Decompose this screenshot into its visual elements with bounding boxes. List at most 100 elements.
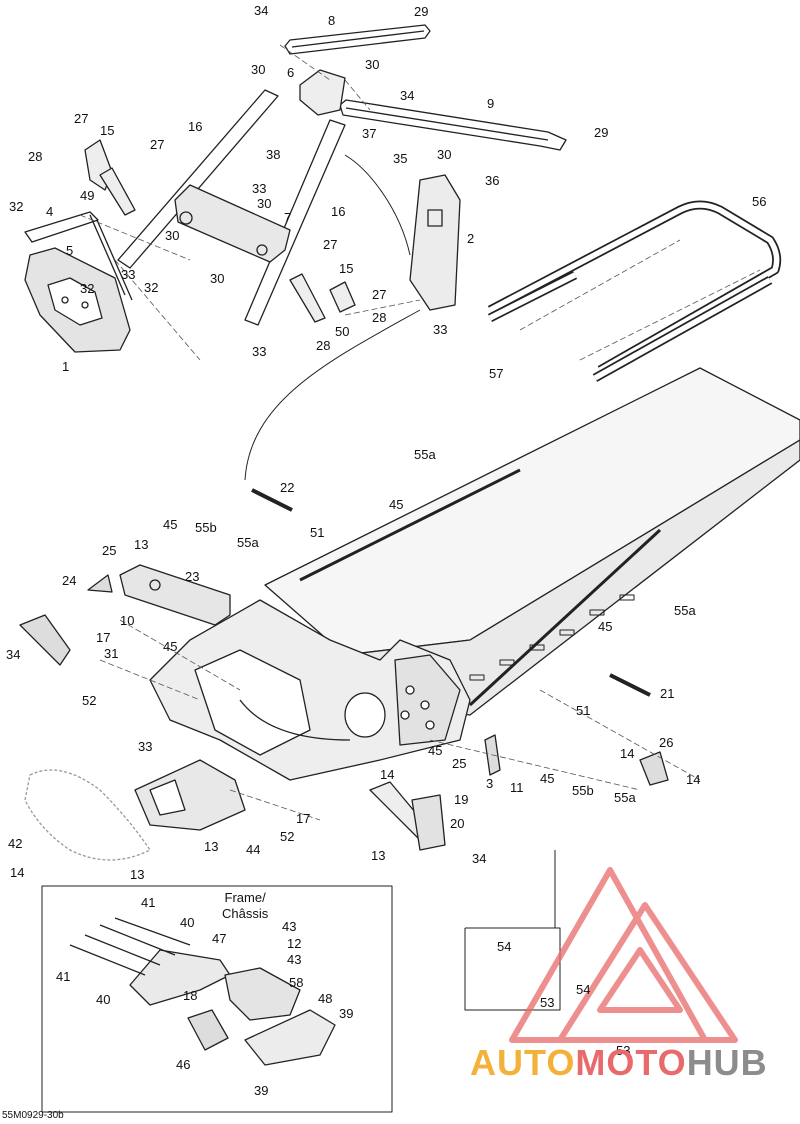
figure-code: 55M0929-30b bbox=[2, 1110, 64, 1121]
callout-58: 58 bbox=[289, 975, 304, 990]
callout-17: 17 bbox=[96, 630, 111, 645]
front-plate-1 bbox=[24, 247, 131, 353]
callout-26: 26 bbox=[659, 735, 674, 750]
plate-2 bbox=[409, 174, 461, 311]
callout-55a: 55a bbox=[414, 447, 436, 462]
gusset-23 bbox=[119, 564, 231, 626]
callout-7: 7 bbox=[284, 210, 292, 225]
callout-27: 27 bbox=[323, 237, 338, 252]
callout-54: 54 bbox=[497, 939, 512, 954]
callout-30: 30 bbox=[165, 228, 180, 243]
callout-33: 33 bbox=[252, 181, 267, 196]
callout-29: 29 bbox=[414, 4, 429, 19]
callout-29: 29 bbox=[594, 125, 609, 140]
support-7 bbox=[174, 184, 291, 263]
callout-55b: 55b bbox=[195, 520, 217, 535]
callout-33: 33 bbox=[138, 739, 153, 754]
callout-10: 10 bbox=[120, 613, 135, 628]
callout-40: 40 bbox=[96, 992, 111, 1007]
callout-45: 45 bbox=[389, 497, 404, 512]
callout-1: 1 bbox=[62, 359, 70, 374]
callout-53: 53 bbox=[540, 995, 555, 1010]
callout-5: 5 bbox=[66, 243, 74, 258]
callout-13: 13 bbox=[371, 848, 386, 863]
inset-plate-58 bbox=[224, 967, 301, 1021]
callout-34: 34 bbox=[400, 88, 415, 103]
callout-55a: 55a bbox=[614, 790, 636, 805]
callout-46: 46 bbox=[176, 1057, 191, 1072]
callout-41: 41 bbox=[56, 969, 71, 984]
callout-34: 34 bbox=[472, 851, 487, 866]
callout-37: 37 bbox=[362, 126, 377, 141]
bracket-19-20 bbox=[369, 781, 446, 851]
callout-13: 13 bbox=[130, 867, 145, 882]
inset-box-53-54 bbox=[464, 927, 561, 1011]
callout-8: 8 bbox=[328, 13, 336, 28]
callout-47: 47 bbox=[212, 931, 227, 946]
watermark-part2: MOTO bbox=[575, 1042, 687, 1083]
cross-bar-8 bbox=[284, 24, 431, 55]
brace-22 bbox=[251, 488, 293, 512]
callout-53: 53 bbox=[616, 1043, 631, 1058]
callout-32: 32 bbox=[144, 280, 159, 295]
tube-16-left bbox=[117, 89, 279, 269]
bracket-26 bbox=[639, 751, 669, 786]
callout-27: 27 bbox=[74, 111, 89, 126]
callout-28: 28 bbox=[28, 149, 43, 164]
callout-30: 30 bbox=[257, 196, 272, 211]
leader-lines bbox=[79, 44, 761, 821]
cross-bar-9 bbox=[339, 99, 567, 151]
callout-21: 21 bbox=[660, 686, 675, 701]
callout-16: 16 bbox=[188, 119, 203, 134]
callout-33: 33 bbox=[433, 322, 448, 337]
clip-24 bbox=[87, 574, 113, 593]
front-chassis bbox=[149, 599, 471, 781]
inset-frame-label-line1: Frame/ bbox=[224, 890, 266, 905]
callout-45: 45 bbox=[428, 743, 443, 758]
callout-25: 25 bbox=[102, 543, 117, 558]
tube-16-right bbox=[244, 119, 346, 326]
callout-42: 42 bbox=[8, 836, 23, 851]
watermark-part1: AUTO bbox=[470, 1042, 576, 1083]
watermark-part3: HUB bbox=[686, 1042, 768, 1083]
callout-55a: 55a bbox=[237, 535, 259, 550]
callout-48: 48 bbox=[318, 991, 333, 1006]
callout-44: 44 bbox=[246, 842, 261, 857]
bracket-34-left bbox=[19, 614, 71, 666]
callout-52: 52 bbox=[82, 693, 97, 708]
callout-35: 35 bbox=[393, 151, 408, 166]
callout-57: 57 bbox=[489, 366, 504, 381]
callout-14: 14 bbox=[620, 746, 635, 761]
callout-4: 4 bbox=[46, 204, 54, 219]
callout-23: 23 bbox=[185, 569, 200, 584]
callout-45: 45 bbox=[598, 619, 613, 634]
rail-57 bbox=[487, 270, 773, 382]
callout-36: 36 bbox=[485, 173, 500, 188]
callout-55b: 55b bbox=[572, 783, 594, 798]
callout-43: 43 bbox=[287, 952, 302, 967]
callout-33: 33 bbox=[121, 267, 136, 282]
callout-20: 20 bbox=[450, 816, 465, 831]
callout-6: 6 bbox=[287, 65, 295, 80]
callout-14: 14 bbox=[686, 772, 701, 787]
callout-14: 14 bbox=[10, 865, 25, 880]
callout-13: 13 bbox=[204, 839, 219, 854]
callout-32: 32 bbox=[80, 281, 95, 296]
watermark-logo bbox=[509, 867, 738, 1043]
callout-18: 18 bbox=[183, 988, 198, 1003]
callout-33: 33 bbox=[252, 344, 267, 359]
callout-28: 28 bbox=[316, 338, 331, 353]
bumper-outline-14 bbox=[24, 769, 151, 861]
callout-34: 34 bbox=[6, 647, 21, 662]
callout-52: 52 bbox=[280, 829, 295, 844]
callout-51: 51 bbox=[310, 525, 325, 540]
bracket-4 bbox=[24, 211, 133, 301]
callout-30: 30 bbox=[365, 57, 380, 72]
rail-56 bbox=[487, 200, 782, 374]
callout-28: 28 bbox=[372, 310, 387, 325]
watermark-text: AUTOMOTOHUB bbox=[470, 1042, 768, 1084]
callout-39: 39 bbox=[254, 1083, 269, 1098]
callout-49: 49 bbox=[80, 188, 95, 203]
arrow-curve-top bbox=[344, 154, 411, 256]
